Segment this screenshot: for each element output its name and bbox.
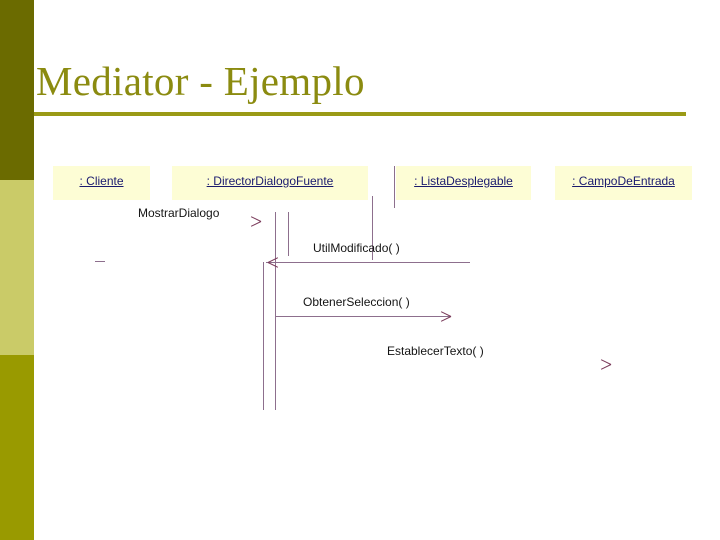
lifeline-stem-campo: [394, 166, 395, 208]
message-line-obtener-seleccion: [275, 316, 450, 317]
message-arrowhead-util-modificado: [267, 256, 282, 270]
message-label-obtener-seleccion: ObtenerSeleccion( ): [303, 295, 410, 309]
message-label-establecer-texto: EstablecerTexto( ): [387, 344, 484, 358]
message-arrowhead-obtener-seleccion: [440, 310, 454, 324]
message-label-util-modificado: UtilModificado( ): [313, 241, 400, 255]
sidebar-band-bottom: [0, 355, 34, 540]
title-underline-rule: [34, 112, 686, 116]
lifeline-label-lista: : ListaDesplegable: [414, 174, 513, 188]
lifeline-label-campo: : CampoDeEntrada: [572, 174, 675, 188]
lifeline-stem-lista: [372, 196, 373, 260]
lifeline-box-lista[interactable]: : ListaDesplegable: [396, 166, 531, 200]
lifeline-stem-director-right: [288, 212, 289, 256]
lifeline-tick-cliente: [95, 261, 105, 262]
lifeline-stem-director-left: [263, 262, 264, 410]
lifeline-box-campo[interactable]: : CampoDeEntrada: [555, 166, 692, 200]
lifeline-box-cliente[interactable]: : Cliente: [53, 166, 150, 200]
message-label-mostrar-dialogo: MostrarDialogo: [138, 206, 220, 220]
sidebar-band-middle: [0, 180, 34, 355]
message-arrowhead-mostrar-dialogo: [250, 215, 264, 229]
lifeline-label-cliente: : Cliente: [79, 174, 124, 188]
message-line-util-modificado: [266, 262, 470, 263]
lifeline-label-director: : DirectorDialogoFuente: [206, 174, 334, 188]
lifeline-box-director[interactable]: : DirectorDialogoFuente: [172, 166, 368, 200]
activation-bar-director: [275, 212, 276, 410]
sidebar-band-top: [0, 0, 34, 180]
message-arrowhead-establecer-texto: [600, 358, 614, 372]
slide-title: Mediator - Ejemplo: [36, 58, 365, 104]
